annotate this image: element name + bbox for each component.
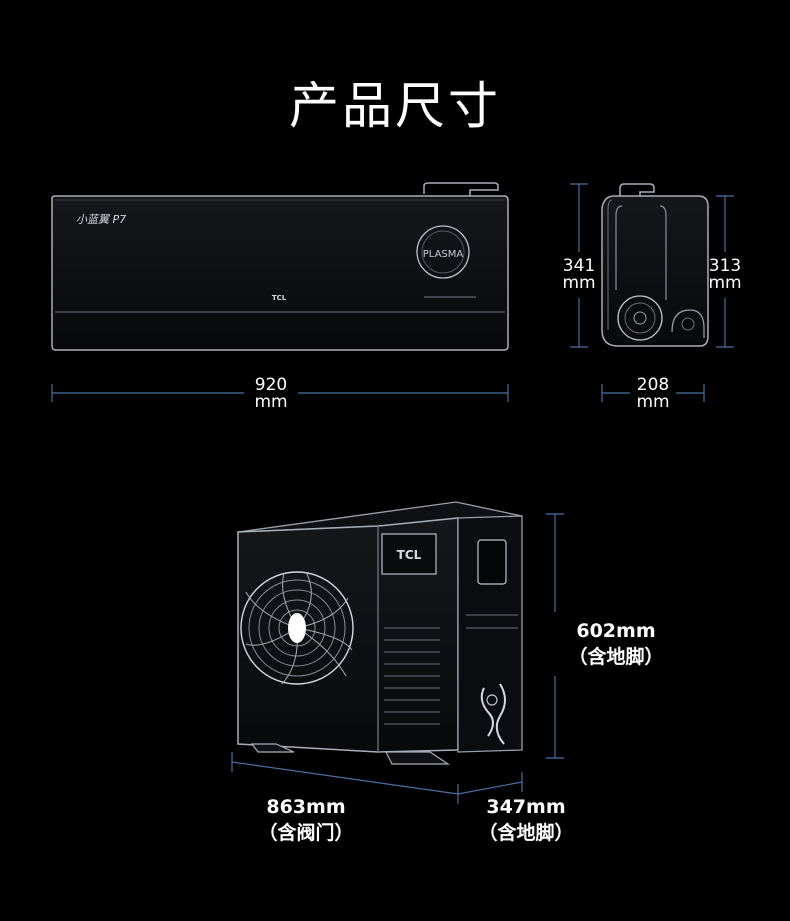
indoor-width-value: 920 — [254, 375, 288, 395]
indoor-width-unit: mm — [254, 392, 288, 412]
outdoor-width-value: 863mm — [266, 796, 346, 818]
outdoor-depth-label: 347mm （含地脚） — [466, 794, 586, 846]
indoor-height-dimensions — [570, 183, 734, 348]
indoor-width-dimension — [51, 384, 509, 402]
indoor-unit-front: PLASMA 小蓝翼 P7 TCL — [51, 182, 509, 351]
indoor-height-left-value: 341 — [562, 256, 596, 276]
indoor-depth-dimension — [601, 384, 705, 402]
indoor-depth-value: 208 — [636, 375, 670, 395]
outdoor-height-value: 602mm — [576, 620, 656, 642]
indoor-depth-label: 208 mm — [628, 377, 678, 411]
indoor-width-label: 920 mm — [244, 377, 298, 411]
indoor-height-right-label: 313 mm — [700, 258, 750, 292]
indoor-height-right-value: 313 — [708, 256, 742, 276]
outdoor-width-note: （含阀门） — [258, 822, 354, 844]
indoor-height-right-unit: mm — [708, 273, 742, 293]
outdoor-depth-note: （含地脚） — [478, 822, 574, 844]
outdoor-height-dimension — [546, 513, 564, 759]
outdoor-unit: TCL — [237, 501, 523, 765]
outdoor-height-label: 602mm （含地脚） — [556, 618, 676, 670]
outdoor-logo: TCL — [397, 548, 422, 562]
brand-script: 小蓝翼 P7 — [76, 213, 126, 226]
indoor-unit-side — [601, 183, 709, 347]
outdoor-width-label: 863mm （含阀门） — [246, 794, 366, 846]
page-title: 产品尺寸 — [289, 77, 501, 135]
indoor-height-left-label: 341 mm — [554, 258, 604, 292]
outdoor-height-note: （含地脚） — [568, 646, 664, 668]
display-text: PLASMA — [423, 249, 464, 260]
outdoor-depth-value: 347mm — [486, 796, 566, 818]
indoor-logo: TCL — [272, 294, 287, 302]
indoor-depth-unit: mm — [636, 392, 670, 412]
outdoor-depth-dimension — [457, 772, 523, 795]
indoor-height-left-unit: mm — [562, 273, 596, 293]
